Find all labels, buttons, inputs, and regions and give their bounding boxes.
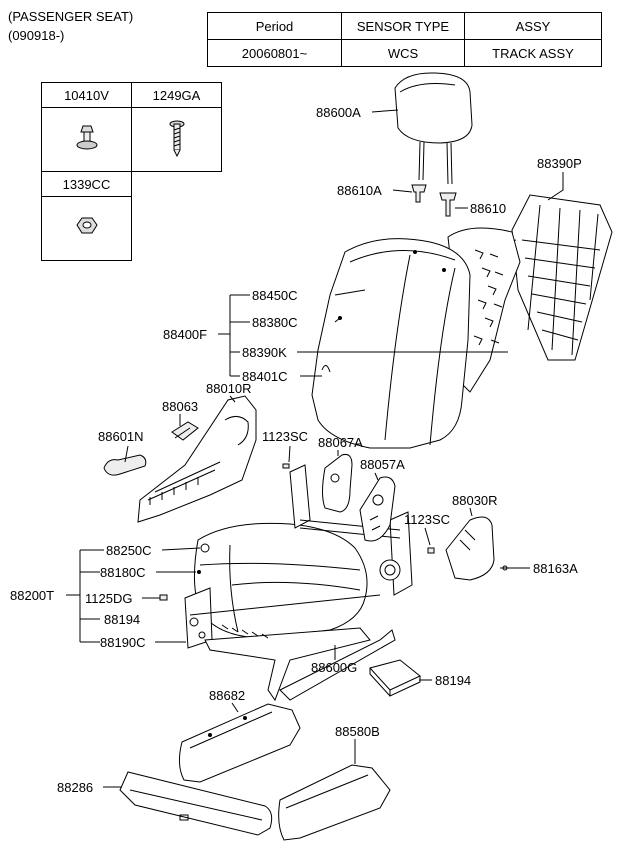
nut-icon: [75, 217, 98, 234]
seat-frame-illustration: [184, 464, 413, 702]
recliner-cover-illustration: [137, 395, 257, 523]
side-cover-illustration: [445, 516, 495, 581]
label-88163a: 88163A: [533, 561, 578, 576]
label-88286: 88286: [57, 780, 93, 795]
label-88030r: 88030R: [452, 493, 498, 508]
screw-icon: [169, 120, 184, 158]
side-shield-88682-illustration: [178, 703, 301, 783]
headrest-illustration: [394, 72, 473, 185]
label-1123sc-top: 1123SC: [262, 429, 308, 444]
label-1125dg: 1125DG: [85, 591, 132, 606]
label-88400f: 88400F: [163, 327, 207, 342]
label-88600g: 88600G: [311, 660, 357, 675]
seatback-illustration: [311, 238, 471, 449]
label-88610a: 88610A: [337, 183, 382, 198]
part-labels: 88600A 88610A 88610 88390P 88450C 88380C…: [10, 105, 582, 795]
hardware-1339cc-cell: [41, 196, 132, 261]
label-88682: 88682: [209, 688, 245, 703]
bracket-88067a-illustration: [322, 454, 353, 513]
label-88401c: 88401C: [242, 369, 288, 384]
diagram-title: (PASSENGER SEAT): [8, 9, 134, 24]
hardware-table: 10410V 1249GA 1339CC: [41, 82, 222, 261]
bolt-illustrations: [159, 463, 508, 601]
bracket-88057a-illustration: [359, 476, 396, 542]
sensor-type-value: WCS: [341, 39, 465, 67]
period-table: Period SENSOR TYPE ASSY 20060801~ WCS TR…: [207, 12, 602, 67]
control-module-illustration: [369, 659, 421, 697]
label-88600a: 88600A: [316, 105, 361, 120]
label-1123sc-right: 1123SC: [404, 512, 450, 527]
label-88190c: 88190C: [100, 635, 146, 650]
label-88601n: 88601N: [98, 429, 144, 444]
trim-88286-illustration: [119, 771, 273, 836]
label-88194-right: 88194: [435, 673, 471, 688]
hardware-1249ga-label: 1249GA: [131, 82, 222, 108]
back-frame-illustration: [505, 194, 613, 361]
clip-icon: [76, 125, 97, 150]
label-88390p: 88390P: [537, 156, 582, 171]
label-88067a: 88067A: [318, 435, 363, 450]
seat-cushion-illustration: [193, 522, 368, 639]
label-88200t: 88200T: [10, 588, 54, 603]
label-88380c: 88380C: [252, 315, 298, 330]
label-88390k: 88390K: [242, 345, 287, 360]
hardware-1249ga-cell: [131, 107, 222, 172]
hardware-1339cc-label: 1339CC: [41, 171, 132, 197]
label-88180c: 88180C: [100, 565, 146, 580]
leader-lines: [66, 109, 564, 788]
label-88580b: 88580B: [335, 724, 380, 739]
label-88194-left: 88194: [104, 612, 140, 627]
side-shield-88580b-illustration: [278, 764, 391, 841]
label-88610: 88610: [470, 201, 506, 216]
hardware-10410v-label: 10410V: [41, 82, 132, 108]
period-value: 20060801~: [207, 39, 342, 67]
label-88057a: 88057A: [360, 457, 405, 472]
label-88250c: 88250C: [106, 543, 152, 558]
diagram-code: (090918-): [8, 28, 65, 43]
recline-lever-illustration: [103, 421, 199, 476]
label-88063: 88063: [162, 399, 198, 414]
label-88450c: 88450C: [252, 288, 298, 303]
headrest-guide-illustration: [411, 184, 457, 217]
assy-value: TRACK ASSY: [464, 39, 602, 67]
label-88010r: 88010R: [206, 381, 252, 396]
